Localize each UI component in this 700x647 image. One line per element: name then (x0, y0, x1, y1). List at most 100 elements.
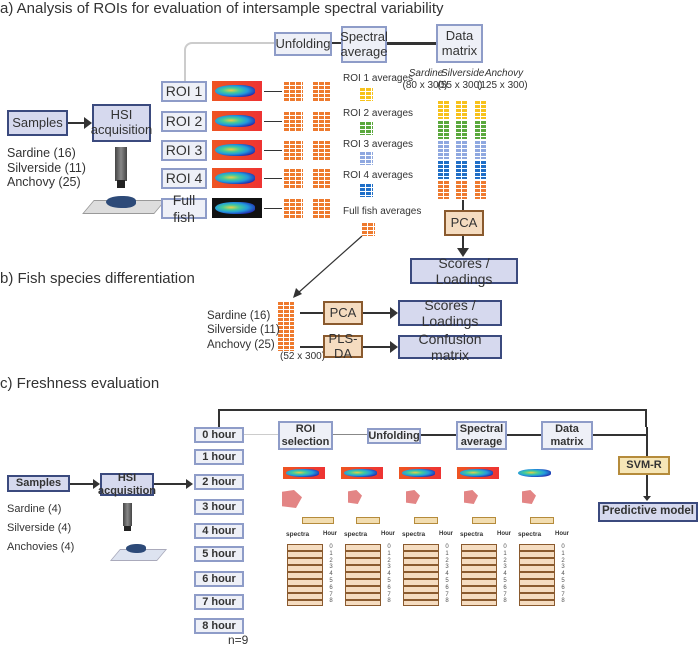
hour-number: 5 (445, 578, 449, 584)
section-a-title: a) Analysis of ROIs for evaluation of in… (0, 0, 444, 17)
hour-box: 4 hour (194, 523, 244, 539)
fish-icon (126, 544, 146, 553)
hyperspectral-fish-image (399, 467, 441, 479)
hour-number: 0 (445, 544, 449, 550)
matrix-band (437, 180, 449, 199)
combined-matrix (277, 301, 294, 351)
hour-number: 3 (329, 564, 333, 571)
hour-number: 6 (503, 584, 507, 591)
hour-number: 2 (561, 557, 565, 564)
average-label: ROI 2 averages (343, 108, 414, 119)
unfolded-matrix-icon (312, 140, 330, 161)
hyperspectral-fish-image (283, 467, 325, 479)
species-count: Anchovy (25) (7, 175, 81, 189)
arrow-head (457, 248, 469, 257)
matrix-band (455, 100, 467, 119)
roi-box: ROI 1 (161, 81, 207, 102)
hour-number: 4 (503, 571, 507, 578)
spectra-label: spectra (518, 531, 542, 538)
hour-number: 7 (329, 591, 333, 598)
samples-box: Samples (7, 110, 68, 136)
species-dims: (80 x 300) (402, 80, 448, 91)
arrow (462, 236, 464, 250)
roi-patch (406, 490, 420, 504)
hour-number: 5 (503, 578, 507, 584)
hyperspectral-fish-image (341, 467, 383, 479)
matrix-band (474, 120, 486, 139)
arrow (70, 483, 94, 485)
data-matrix-table (519, 544, 555, 606)
hyperspectral-fish-image (212, 81, 262, 101)
data-matrix-table (461, 544, 497, 606)
species-count: Sardine (16) (207, 310, 271, 322)
arrow (264, 208, 282, 209)
matrix-band (474, 140, 486, 159)
arrow (154, 483, 187, 485)
plsda-box: PLS-DA (323, 331, 363, 360)
hyperspectral-fish-image (212, 198, 262, 218)
hour-number: 8 (445, 598, 449, 605)
spectrum-bar (472, 517, 496, 524)
connector (332, 434, 367, 435)
spectra-label: spectra (286, 531, 310, 538)
hour-number: 3 (445, 564, 449, 571)
roi-box: ROI 3 (161, 140, 207, 161)
species-count: Sardine (4) (7, 503, 62, 515)
spectra-label: spectra (460, 531, 484, 538)
connector (646, 427, 648, 456)
species-name: Silverside (441, 68, 485, 79)
hour-number: 2 (387, 557, 391, 564)
hour-box: 8 hour (194, 618, 244, 634)
data-matrix-table (287, 544, 323, 606)
camera-icon (123, 503, 132, 526)
hour-number: 1 (329, 550, 333, 557)
spectra-label: spectra (402, 531, 426, 538)
hour-label: Hour (497, 531, 511, 537)
hour-number: 3 (561, 564, 565, 571)
n-count: n=9 (228, 633, 249, 647)
scores-loadings-box-b: Scores / Loadings (398, 297, 502, 329)
arrow-head (84, 117, 92, 129)
species-dims: (125 x 300) (477, 80, 528, 91)
fish-icon (106, 196, 136, 208)
confusion-matrix-box: Confusion matrix (398, 331, 502, 363)
connector (332, 42, 342, 44)
matrix-band (474, 180, 486, 199)
hour-box: 6 hour (194, 571, 244, 587)
roi-patch (522, 490, 536, 504)
arrow (264, 150, 282, 151)
connector (243, 434, 278, 435)
species-count: Anchovies (4) (7, 541, 75, 553)
hour-label: Hour (381, 531, 395, 537)
connector (300, 346, 323, 348)
average-label: ROI 4 averages (343, 170, 414, 181)
hyperspectral-fish-image (212, 111, 262, 131)
hour-number: 8 (387, 598, 391, 605)
arrow (363, 346, 391, 348)
species-count: Silverside (11) (7, 161, 86, 175)
connector (386, 42, 436, 45)
scores-loadings-box: Scores / Loadings (410, 255, 518, 287)
hyperspectral-fish-image (457, 467, 499, 479)
arrow (264, 91, 282, 92)
arrow (363, 312, 391, 314)
hour-number: 1 (445, 550, 449, 557)
species-count: Sardine (16) (7, 146, 76, 160)
hour-number: 1 (561, 550, 565, 557)
matrix-band (455, 140, 467, 159)
hour-number: 4 (387, 571, 391, 578)
hour-number: 5 (561, 578, 565, 584)
spectrum-bar (356, 517, 380, 524)
hour-box: 7 hour (194, 594, 244, 610)
matrix-band (455, 120, 467, 139)
hour-label: Hour (555, 531, 569, 537)
hour-number: 0 (503, 544, 507, 550)
hyperspectral-fish-image (212, 168, 262, 188)
arrow-head (186, 479, 193, 489)
pca-box: PCA (444, 210, 484, 236)
hour-number: 0 (561, 544, 565, 550)
unfolded-matrix-icon (312, 111, 330, 132)
connector (300, 312, 323, 314)
matrix-dims: (52 x 300) (280, 351, 326, 362)
data-cube-icon (283, 81, 303, 102)
